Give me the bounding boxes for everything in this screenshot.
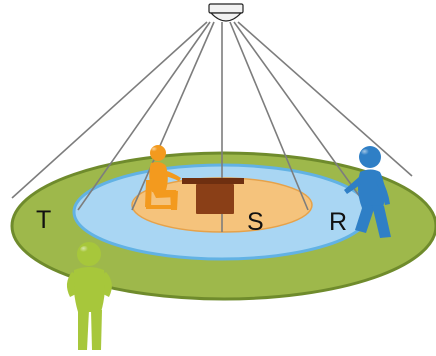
standing-person [66,242,112,350]
zone-label-t: T [36,206,51,234]
zone-label-s: S [247,208,264,236]
walking-person [344,146,391,238]
seated-person [145,145,181,210]
desk [182,178,244,214]
ceiling-sensor-icon [208,3,244,22]
zone-label-r: R [329,208,347,236]
